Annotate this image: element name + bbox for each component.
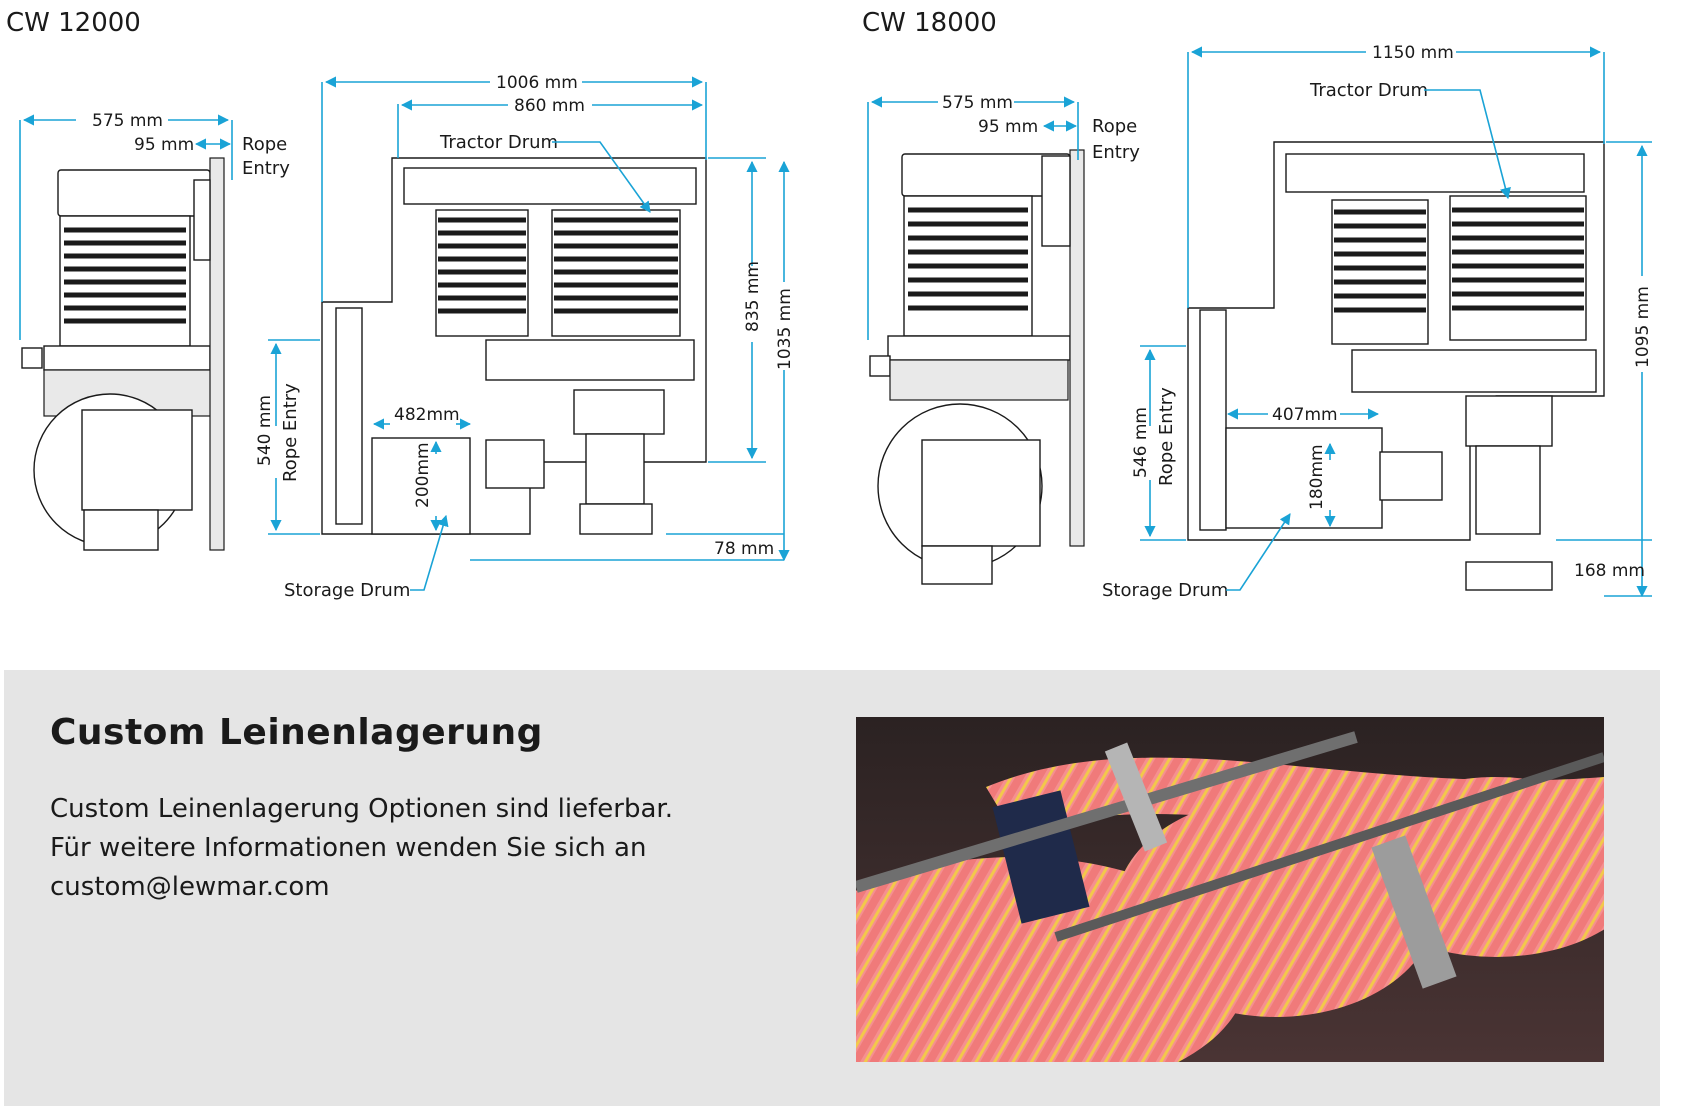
cw18000-tractor-drum-label: Tractor Drum xyxy=(1309,80,1428,101)
cw12000-storage-width-label: 482mm xyxy=(394,405,460,425)
cw18000-storage-width-label: 407mm xyxy=(1272,405,1338,425)
cw12000-front-dimensions: 1006 mm 860 mm Tractor Drum 835 mm 1035 … xyxy=(255,73,795,601)
cw18000-total-height-label: 1095 mm xyxy=(1633,286,1653,368)
cw18000-length-label: 1150 mm xyxy=(1372,43,1454,63)
cw12000-rope-entry-label-2: Entry xyxy=(242,158,290,179)
cw12000-rope-entry-label-1: Rope xyxy=(242,134,287,155)
cw12000-total-height-label: 1035 mm xyxy=(775,288,795,370)
cw18000-rope-entry-label-1: Rope xyxy=(1092,116,1137,137)
cw18000-side-dimensions: 575 mm 95 mm Rope Entry xyxy=(867,93,1140,340)
cw12000-tractor-drum-label: Tractor Drum xyxy=(439,132,558,153)
cw12000-drum-length-label: 860 mm xyxy=(514,96,585,116)
cw12000-length-label: 1006 mm xyxy=(496,73,578,93)
cw18000-title: CW 18000 xyxy=(862,8,997,38)
cw12000-storage-drum-label: Storage Drum xyxy=(284,580,410,601)
cw12000-width-label: 575 mm xyxy=(92,111,163,131)
rope-photo-illustration xyxy=(856,717,1604,1062)
panel-email: custom@lewmar.com xyxy=(50,872,330,902)
panel-body: Custom Leinenlagerung Optionen sind lief… xyxy=(50,790,673,907)
cw18000-width-label: 575 mm xyxy=(942,93,1013,113)
cw12000-title: CW 12000 xyxy=(6,8,141,38)
cw18000-rope-entry-label-2: Entry xyxy=(1092,142,1140,163)
cw12000-side-dimensions: 575 mm 95 mm Rope Entry xyxy=(19,111,290,340)
cw12000-rope-entry-vertical-label: Rope Entry xyxy=(280,383,301,482)
cw18000-rope-entry-height-label: 546 mm xyxy=(1131,407,1151,478)
cw18000-side-view xyxy=(869,149,1085,585)
technical-drawings: 575 mm 95 mm Rope Entry xyxy=(19,43,1653,601)
cw12000-rope-entry-height-label: 540 mm xyxy=(255,395,275,466)
cw18000-storage-height-label: 180mm xyxy=(1307,444,1327,510)
cw18000-storage-drum-label: Storage Drum xyxy=(1102,580,1228,601)
cw18000-rope-entry-vertical-label: Rope Entry xyxy=(1156,387,1177,486)
cw12000-front-view xyxy=(321,157,707,535)
cw18000-front-dimensions: 1150 mm Tractor Drum 1095 mm 546 mm Rope… xyxy=(1102,43,1653,601)
cw18000-rope-offset-label: 95 mm xyxy=(978,117,1038,137)
cw12000-rope-offset-label: 95 mm xyxy=(134,135,194,155)
cw12000-side-view xyxy=(21,157,225,551)
cw12000-bottom-offset-label: 78 mm xyxy=(714,539,774,559)
panel-line-1: Custom Leinenlagerung Optionen sind lief… xyxy=(50,794,673,824)
cw18000-front-view xyxy=(1187,141,1605,591)
rope-photo xyxy=(856,717,1604,1062)
cw18000-bottom-offset-label: 168 mm xyxy=(1574,561,1645,581)
cw12000-upper-height-label: 835 mm xyxy=(743,261,763,332)
cw12000-storage-height-label: 200mm xyxy=(413,442,433,508)
panel-line-2: Für weitere Informationen wenden Sie sic… xyxy=(50,833,647,863)
panel-title: Custom Leinenlagerung xyxy=(50,712,543,753)
